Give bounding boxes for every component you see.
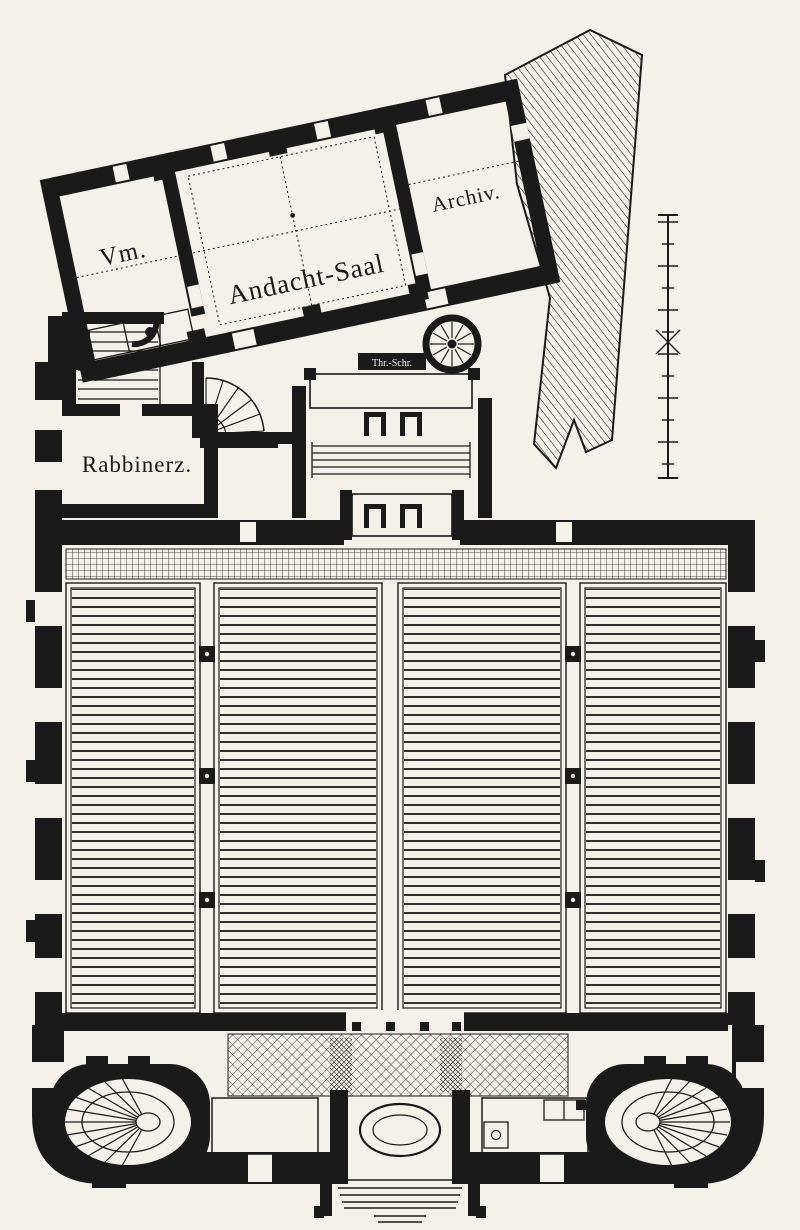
wall-pilaster-gaps-right	[728, 592, 755, 992]
bench-area-right	[579, 582, 727, 1014]
fan-stair	[192, 362, 300, 448]
entrance-steps	[336, 1179, 464, 1223]
left-annex: Rabbinerz.	[35, 312, 300, 520]
scale-bar	[655, 214, 681, 479]
ceiling-dotted-lines	[76, 132, 519, 326]
lower-platform	[351, 493, 453, 537]
main-hall	[26, 516, 765, 1034]
stair-oval-left	[50, 1056, 210, 1176]
upper-platform	[309, 373, 473, 409]
wall-pilaster-gaps-left	[35, 592, 62, 992]
ark-area: Thr.-Schr.	[292, 353, 492, 540]
side-room-left	[211, 1097, 319, 1155]
straight-stair	[78, 312, 161, 404]
vestibule-floor-hatch	[228, 1034, 568, 1096]
room-rabbinerz: Rabbinerz.	[35, 362, 218, 520]
bima-brackets-upper	[364, 412, 422, 436]
stair-oval-right	[586, 1056, 746, 1176]
spiral-stair	[422, 314, 482, 374]
side-room-right	[481, 1097, 589, 1155]
hall-columns	[199, 646, 581, 908]
torah-ark	[358, 353, 426, 370]
entrance-porch	[314, 1090, 486, 1223]
wing-columns	[150, 112, 429, 350]
bench-area-center-right	[397, 582, 567, 1014]
vestibule	[32, 1025, 768, 1223]
bench-area-center-left	[213, 582, 383, 1014]
adjacent-building-hatch	[503, 28, 644, 470]
bench-area-left	[65, 582, 201, 1014]
platform-steps	[311, 442, 471, 478]
floor-grid-band	[66, 549, 726, 579]
bima-brackets-lower	[364, 504, 422, 528]
torah-ark-label: Thr.-Schr.	[372, 358, 412, 369]
vestibule-columns	[352, 1022, 461, 1031]
room-rabbinerz-label: Rabbinerz.	[82, 452, 192, 477]
